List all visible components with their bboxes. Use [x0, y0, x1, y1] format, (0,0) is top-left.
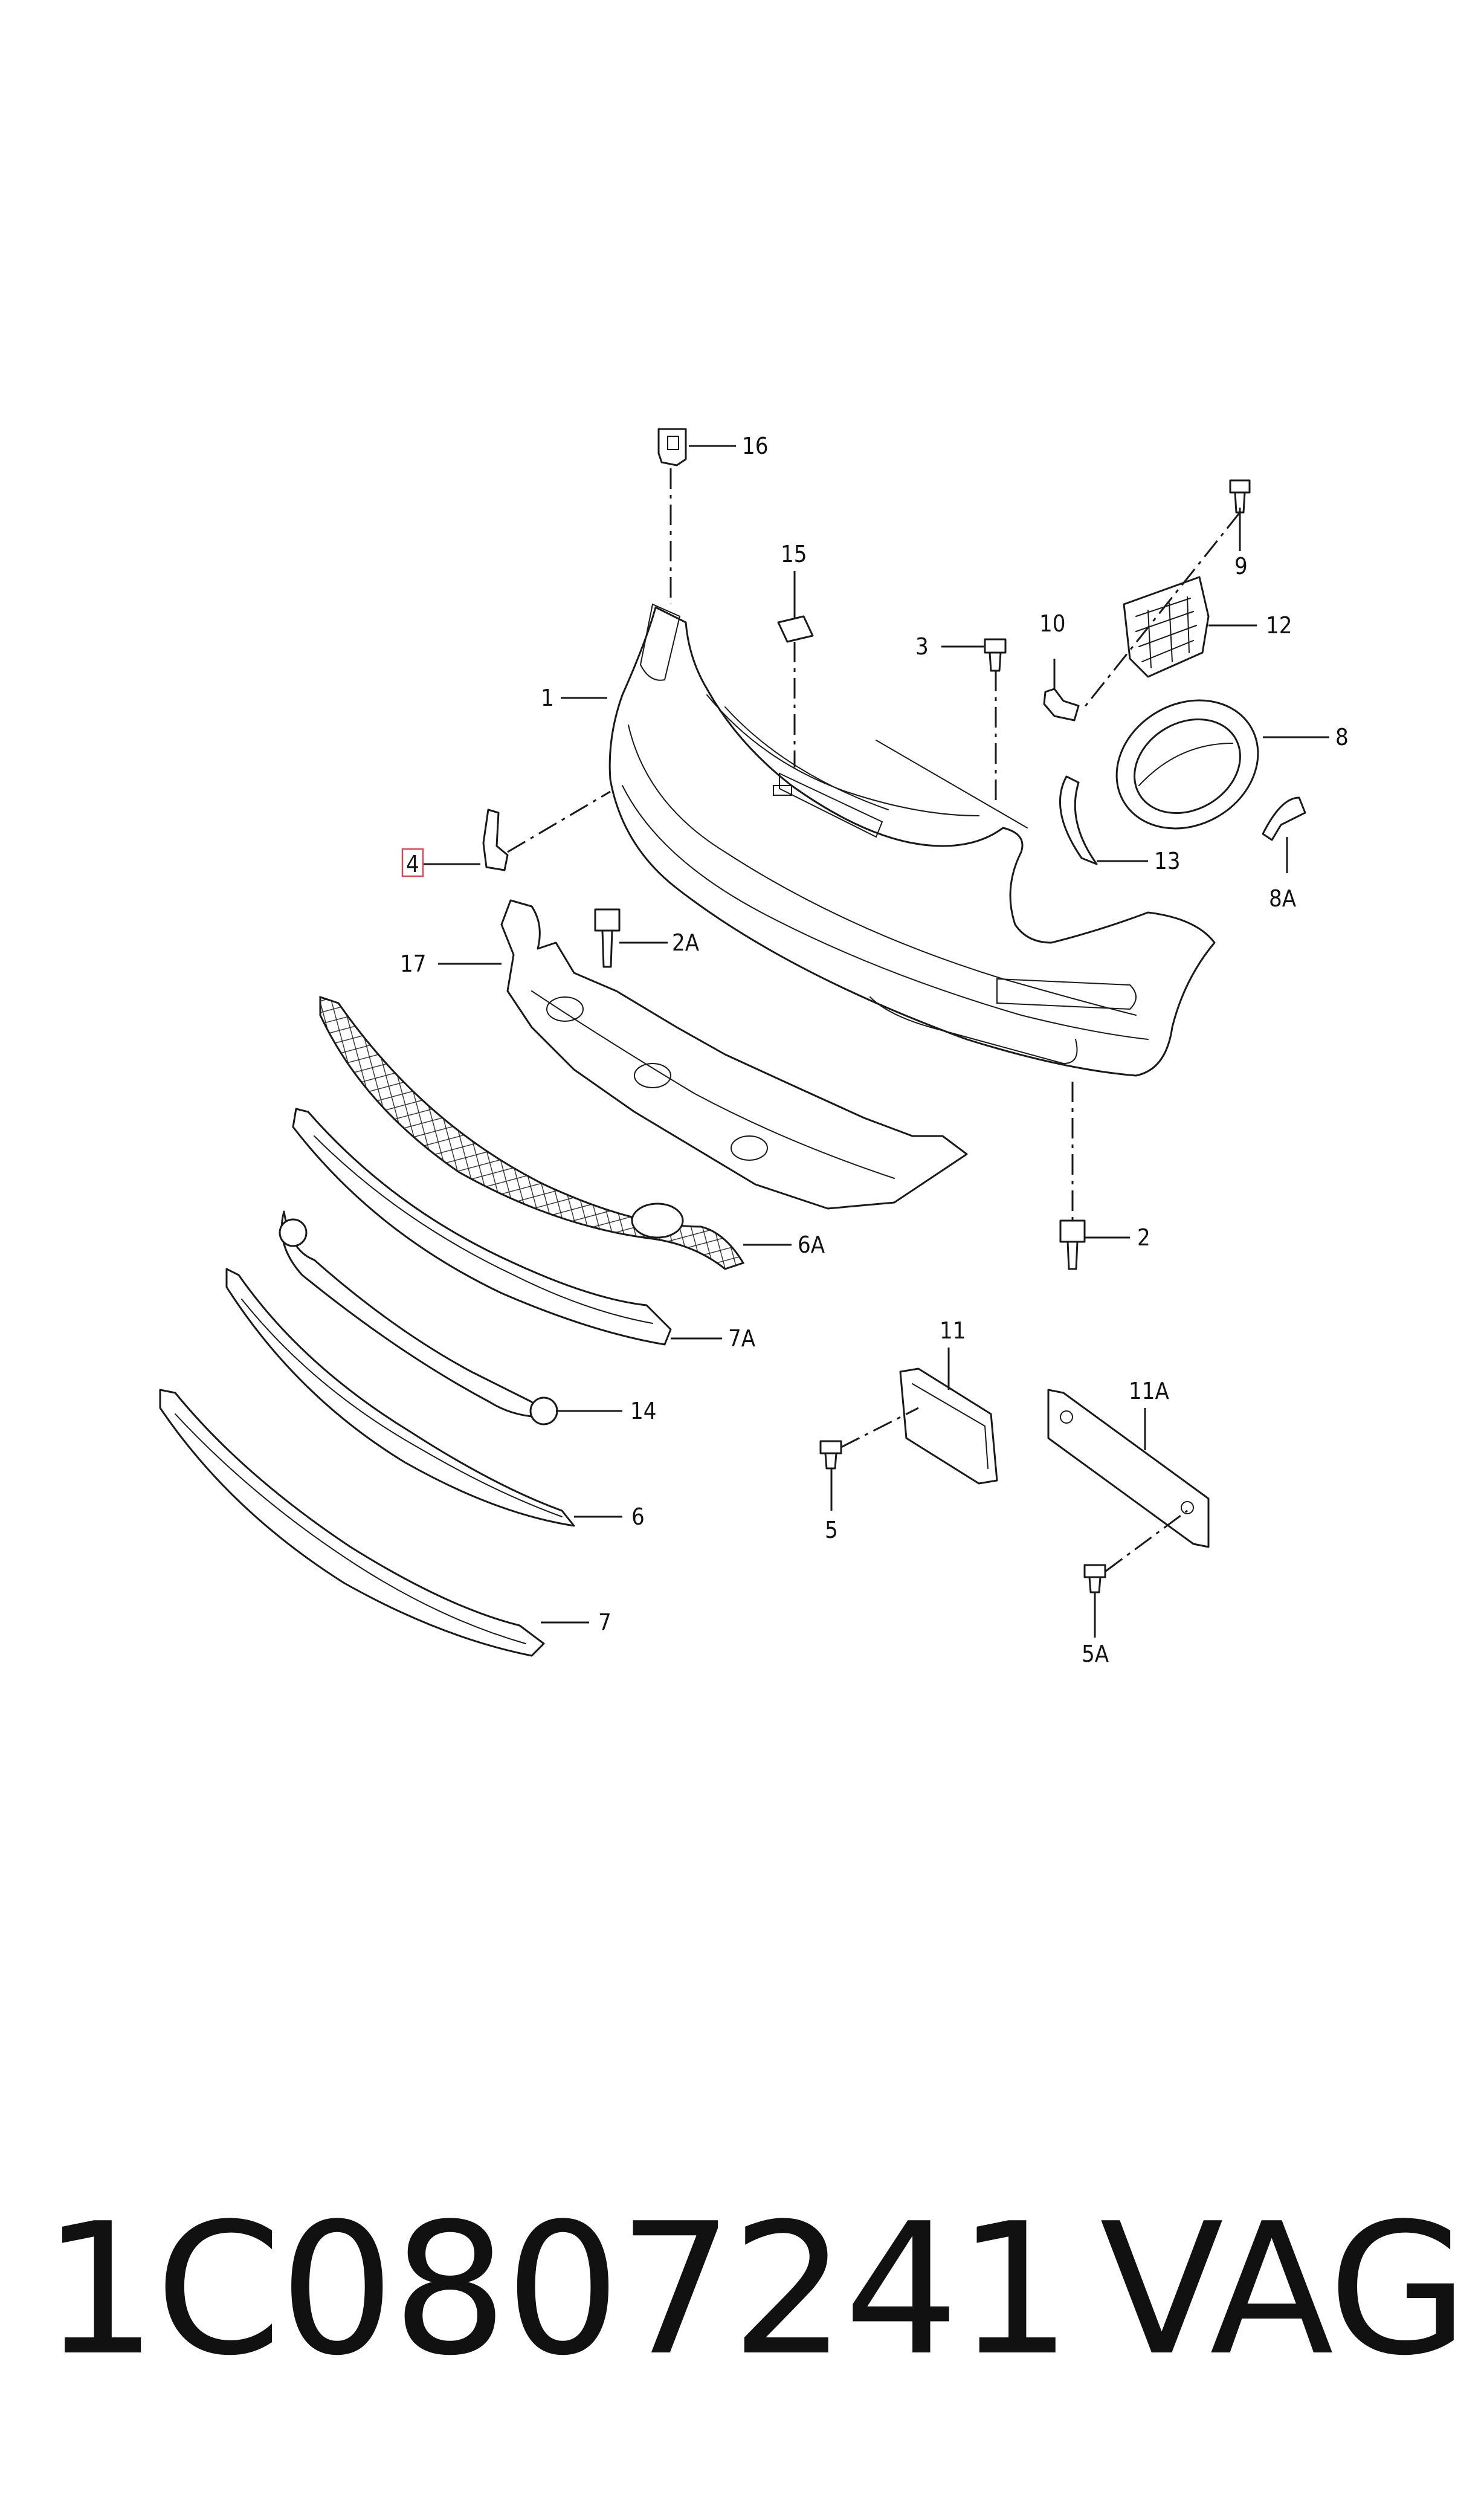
callout-1: 1 — [541, 685, 554, 711]
callout-13: 13 — [1154, 848, 1181, 874]
callout-7: 7 — [598, 1609, 611, 1636]
callout-2a: 2A — [672, 929, 700, 956]
callout-7a: 7A — [728, 1325, 756, 1352]
callout-15: 15 — [781, 541, 807, 567]
mesh-grille-part-6a — [319, 995, 745, 1270]
callout-11: 11 — [940, 1317, 966, 1344]
callout-11a: 11A — [1129, 1378, 1169, 1404]
callout-8a: 8A — [1269, 885, 1297, 912]
callout-3: 3 — [915, 633, 929, 660]
callout-5a: 5A — [1082, 1641, 1109, 1667]
trim-strip-part-7a — [292, 1108, 672, 1346]
callout-5: 5 — [825, 1517, 838, 1543]
arc-strip-part-13 — [1059, 775, 1098, 865]
bolt-part-2 — [1059, 1219, 1086, 1270]
brand-label: VAG — [1100, 2184, 1468, 2395]
bumper-cover-part — [608, 603, 1216, 1077]
leader-lines — [423, 445, 1329, 1638]
bracket-part-8a — [1262, 796, 1306, 841]
callout-8: 8 — [1335, 724, 1349, 751]
trim-strip-part-7 — [159, 1389, 545, 1657]
callout-17: 17 — [400, 951, 427, 977]
plate-bracket-part-11 — [899, 1367, 998, 1485]
screw-part-5 — [819, 1440, 842, 1470]
callout-16: 16 — [742, 433, 769, 459]
screw-part-5a — [1083, 1564, 1106, 1593]
callout-6: 6 — [631, 1503, 645, 1530]
highlight-box-callout-4 — [401, 848, 424, 877]
callout-6a: 6A — [798, 1232, 825, 1258]
plate-bracket-part-11a — [1047, 1389, 1210, 1548]
chrome-strip-part-6 — [225, 1268, 575, 1527]
callout-4: 4 — [406, 851, 419, 877]
bracket-part-4 — [482, 809, 509, 871]
bolt-part-2a — [594, 908, 621, 968]
callout-labels: 16 15 3 10 9 12 1 8 13 8A 4 2A 17 2 6A 7… — [400, 433, 1349, 1667]
fog-light-bezel-part-8 — [1115, 699, 1259, 830]
screw-part-9 — [1229, 479, 1251, 514]
screw-part-3 — [984, 638, 1007, 672]
trim-eyelet-part-14 — [279, 1210, 558, 1425]
callout-12: 12 — [1266, 612, 1292, 639]
callout-10: 10 — [1039, 610, 1066, 637]
pad-part-15 — [777, 615, 814, 643]
callout-14: 14 — [630, 1398, 657, 1424]
callout-9: 9 — [1234, 553, 1248, 579]
callout-2: 2 — [1137, 1224, 1150, 1251]
part-number-label: 1C0807241 — [42, 2184, 1072, 2395]
bracket-part-12 — [1123, 576, 1210, 678]
reinforcement-part-17 — [500, 899, 968, 1210]
nut-clip-part-10 — [1043, 688, 1080, 722]
clip-part-16 — [657, 428, 687, 466]
